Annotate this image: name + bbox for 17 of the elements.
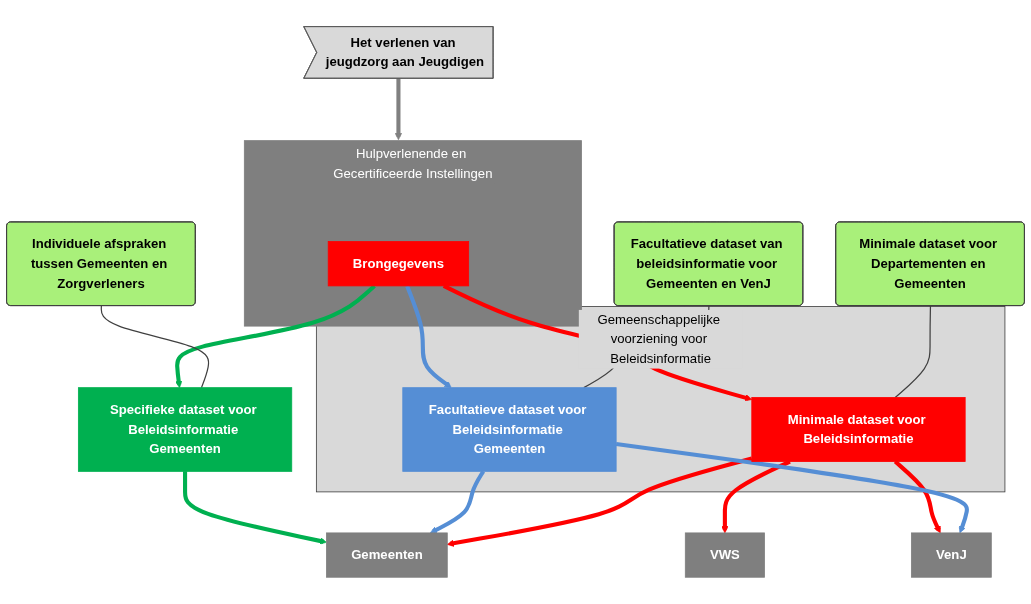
node-box: VWS: [684, 532, 765, 578]
node-box: Facultatieve dataset voor Beleidsinformatie Gemeenten: [402, 387, 617, 472]
node-box: Specifieke dataset voor Beleidsinformatie Gemeenten: [77, 387, 293, 472]
arrow: [394, 78, 403, 141]
arrow: [615, 442, 969, 534]
arrow: [405, 285, 452, 389]
arrow: [183, 471, 327, 545]
arrow: [893, 460, 941, 534]
node-box: Gemeenten: [326, 532, 448, 578]
connector: [100, 305, 210, 389]
node-box: Brongegevens: [327, 241, 470, 287]
node-box: Minimale dataset voor Beleidsinformatie: [751, 397, 966, 463]
arrow: [429, 470, 486, 534]
node-box: VenJ: [911, 532, 992, 578]
arrow: [446, 456, 753, 547]
arrow: [175, 284, 376, 389]
connector: [894, 305, 932, 399]
